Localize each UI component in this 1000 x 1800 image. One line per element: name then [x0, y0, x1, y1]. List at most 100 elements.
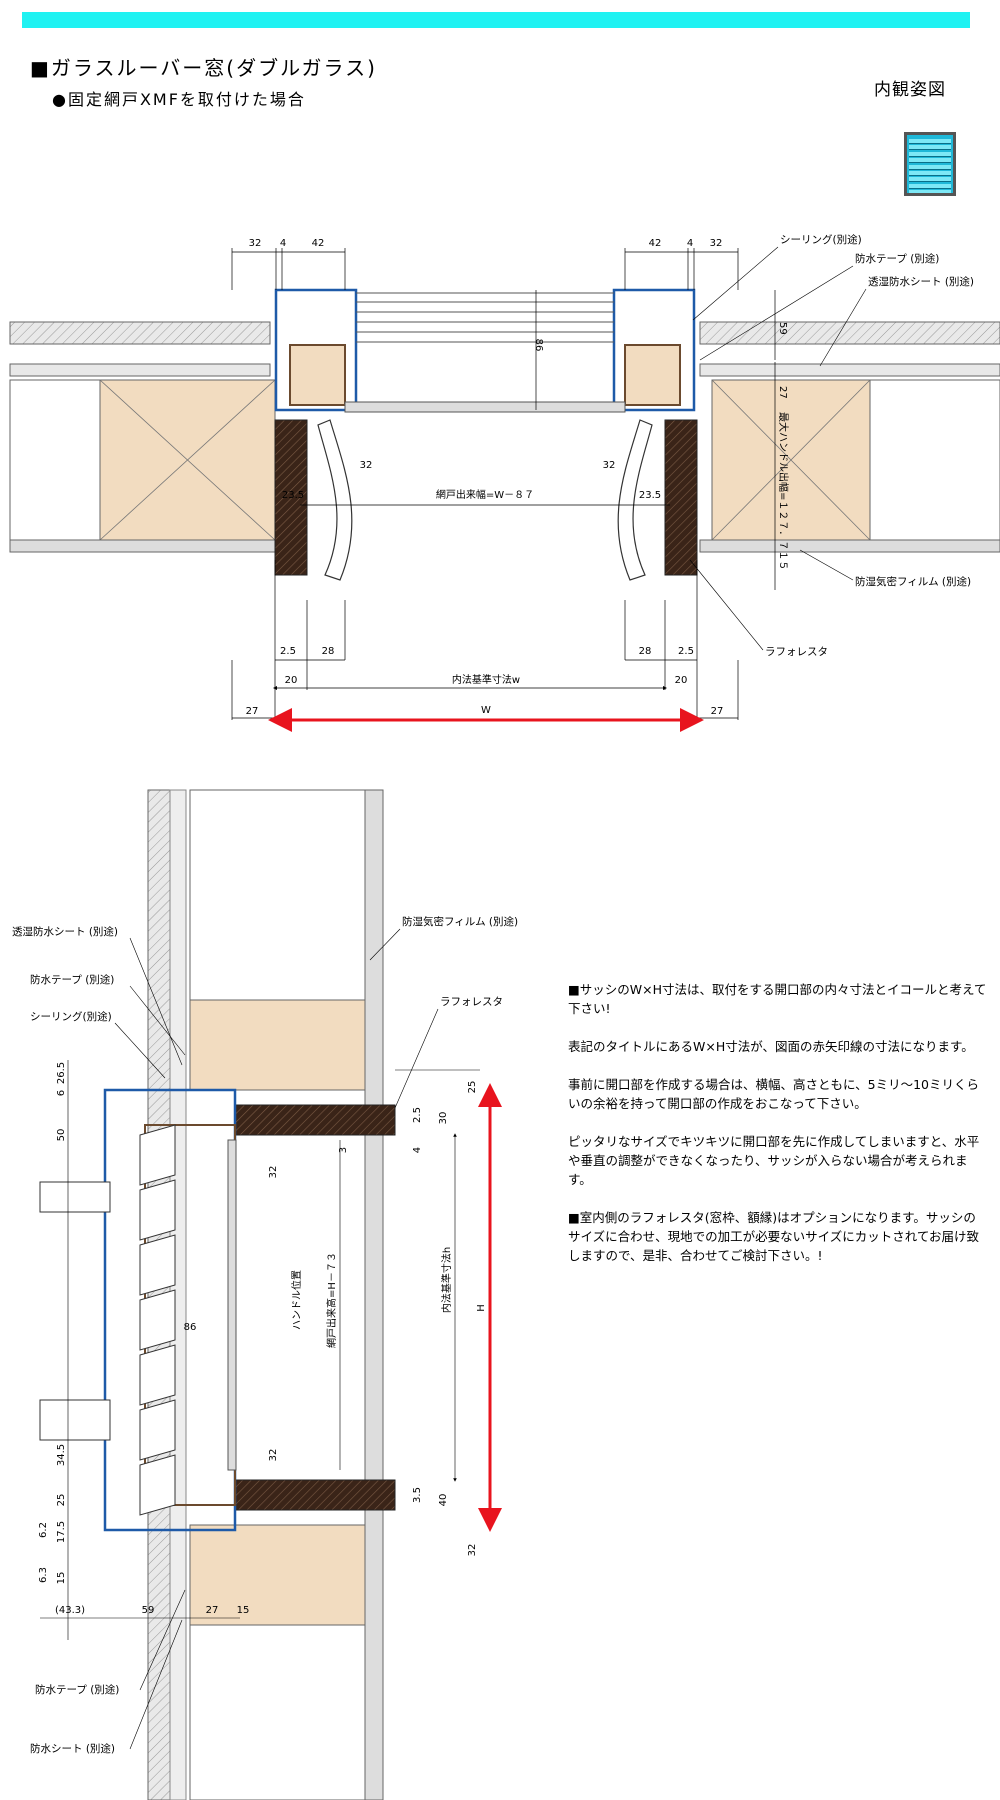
section-bottom-dim-2: 59	[142, 1605, 155, 1616]
plan-screen	[344, 401, 626, 413]
plan-dim-27-left: 27	[246, 706, 259, 717]
section-dim-32b: 32	[268, 1449, 279, 1462]
plan-dim-top-left-2: 4	[280, 238, 286, 249]
thumbnail-slat	[909, 145, 951, 151]
section-screen	[227, 1139, 237, 1471]
plan-casing-right	[664, 419, 698, 576]
section-callout-casing: ラフォレスタ	[440, 996, 503, 1008]
plan-dim-27-right: 27	[711, 706, 724, 717]
note-3: 事前に開口部を作成する場合は、横幅、高さともに、5ミリ～10ミリくらいの余裕を持…	[568, 1077, 979, 1111]
note-5: ■室内側のラフォレスタ(窓枠、額縁)はオプションになります。サッシのサイズに合わ…	[568, 1210, 980, 1263]
thumbnail-slat	[909, 158, 951, 164]
plan-dim-2-5-right: 2.5	[678, 646, 694, 657]
plan-callout-casing: ラフォレスタ	[765, 646, 828, 658]
section-insulation-top	[189, 789, 366, 1016]
plan-dim-23-5-right: 23.5	[639, 490, 661, 501]
section-left-dim-2: 6	[56, 1090, 67, 1096]
thumbnail-slat	[909, 164, 951, 170]
notes-block: ■サッシのW×H寸法は、取付をする開口部の内々寸法とイコールと考えて下さい! 表…	[568, 980, 988, 1284]
page-title: ■ガラスルーバー窓(ダブルガラス)	[30, 56, 377, 80]
plan-siding-right	[699, 321, 1000, 345]
section-inner-h: 内法基準寸法h	[440, 1247, 453, 1313]
plan-dim-86: 86	[533, 339, 544, 352]
section-callout-tape-bottom: 防水テープ (別途)	[35, 1683, 119, 1696]
plan-dim-top-right-1: 42	[649, 238, 662, 249]
thumbnail-slat	[909, 183, 951, 189]
plan-insulation-left	[9, 379, 101, 541]
plan-dim-top-right-3: 32	[710, 238, 723, 249]
plan-dim-23-5-left: 23.5	[282, 490, 304, 501]
plan-handle-left	[317, 419, 353, 581]
section-handle-pos: ハンドル位置	[290, 1270, 303, 1330]
section-callout-sheet: 透湿防水シート (別途)	[12, 925, 118, 938]
plan-handle-right	[617, 419, 653, 581]
plan-inner-w: 内法基準寸法w	[452, 673, 520, 686]
page-subtitle: ●固定網戸XMFを取付けた場合	[52, 90, 306, 109]
thumbnail-slat	[909, 151, 951, 157]
plan-dim-28-left: 28	[322, 646, 335, 657]
plan-dim-28-right: 28	[639, 646, 652, 657]
plan-sheathing-left	[9, 363, 271, 377]
plan-dim-top-right-2: 4	[687, 238, 693, 249]
thumbnail-slat	[909, 190, 951, 193]
plan-sheathing-right	[699, 363, 1000, 377]
section-left-dim-8: 6.3	[38, 1567, 49, 1583]
plan-callout-tape: 防水テープ (別途)	[855, 252, 939, 265]
section-left-dim-3: 50	[56, 1129, 67, 1142]
section-bottom-dim-4: 15	[237, 1605, 250, 1616]
plan-frame-left	[274, 288, 358, 412]
section-screen-height: 網戸出来高=H－７３	[325, 1252, 338, 1348]
section-dim-32a: 32	[268, 1166, 279, 1179]
section-left-dim-6: 6.2	[38, 1522, 49, 1538]
section-dim-4: 4	[412, 1147, 423, 1153]
section-insulation-bottom	[189, 1624, 366, 1800]
plan-siding-left	[9, 321, 271, 345]
section-left-dim-4: 34.5	[56, 1444, 67, 1466]
plan-screen-width: 網戸出来幅=W－８７	[436, 488, 534, 501]
plan-dim-20-left: 20	[285, 675, 298, 686]
plan-louvre-glass	[356, 292, 614, 343]
section-left-dim-5: 25	[56, 1494, 67, 1507]
section-callout-sheet-bottom: 防水シート (別途)	[30, 1742, 115, 1755]
section-bottom-dim-3: 27	[206, 1605, 219, 1616]
plan-dim-27r: 27	[777, 386, 788, 399]
plan-handle-max: 最大ハンドル出幅=１２７．７１５	[777, 412, 790, 570]
plan-W: W	[481, 705, 491, 716]
plan-dim-32-left: 32	[360, 460, 373, 471]
header-accent-bar	[22, 12, 970, 28]
section-dim-3: 3	[338, 1147, 349, 1153]
window-thumbnail-icon	[904, 132, 956, 196]
plan-frame-right	[612, 288, 696, 412]
section-casing-bottom	[234, 1479, 396, 1511]
section-left-dim-9: 15	[56, 1572, 67, 1585]
section-dim-86: 86	[184, 1322, 197, 1333]
plan-dim-59: 59	[777, 322, 788, 335]
section-dim-40: 40	[438, 1494, 449, 1507]
plan-dim-top-left-1: 32	[249, 238, 262, 249]
thumbnail-slat	[909, 139, 951, 144]
thumbnail-slat	[909, 171, 951, 176]
section-callout-tape: 防水テープ (別途)	[30, 973, 114, 986]
section-view: 25 2.5 30 4 3 32 32 3.5 40 32 網戸出来高=H－７３…	[12, 789, 518, 1800]
plan-casing-left	[274, 419, 308, 576]
section-callout-film: 防湿気密フィルム (別途)	[402, 915, 518, 928]
note-1: ■サッシのW×H寸法は、取付をする開口部の内々寸法とイコールと考えて下さい!	[568, 982, 987, 1016]
section-dim-3-5: 3.5	[412, 1487, 423, 1503]
section-louvres	[139, 1124, 176, 1516]
interior-view-label: 内観姿図	[874, 80, 946, 100]
note-2: 表記のタイトルにあるW×H寸法が、図面の赤矢印線の寸法になります。	[568, 1039, 974, 1054]
section-header-wood	[189, 999, 366, 1091]
plan-dim-20-right: 20	[675, 675, 688, 686]
plan-dim-top-left-3: 42	[312, 238, 325, 249]
section-dim-2-5: 2.5	[412, 1107, 423, 1123]
section-H: H	[476, 1304, 487, 1312]
plan-callout-sealing: シーリング(別途)	[780, 233, 862, 246]
section-casing-top	[234, 1104, 396, 1136]
section-dim-32-bottom: 32	[467, 1544, 478, 1557]
section-dim-25-top: 25	[467, 1081, 478, 1094]
plan-callout-sheet: 透湿防水シート (別途)	[868, 275, 974, 288]
plan-dim-32-right: 32	[603, 460, 616, 471]
note-4: ピッタリなサイズでキツキツに開口部を先に作成してしまいますと、水平や垂直の調整が…	[568, 1134, 980, 1187]
plan-view: 32 4 42 42 4 32 86 59 27 最大ハンドル出幅=１２７．７１…	[9, 233, 1000, 732]
